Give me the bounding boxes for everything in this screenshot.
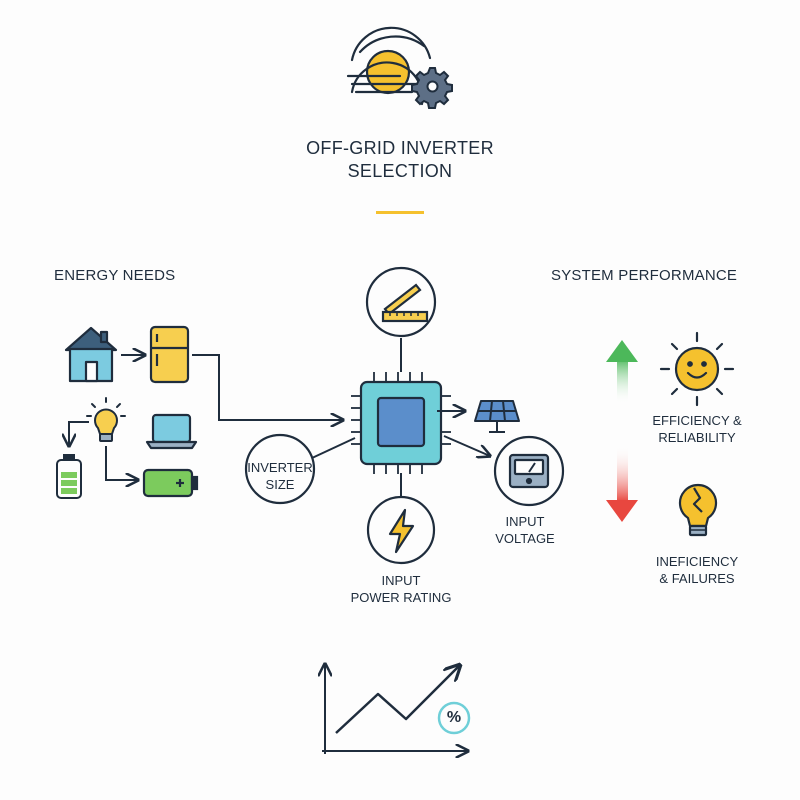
- title-line-1: OFF-GRID INVERTER: [306, 138, 494, 158]
- battery-vertical-icon: [56, 454, 82, 499]
- lightning-bolt-icon: [366, 495, 436, 565]
- light-bulb-icon: [86, 397, 126, 442]
- solar-panel-icon: [474, 400, 520, 433]
- voltage-gauge-icon: [493, 435, 565, 507]
- efficiency-line-2: RELIABILITY: [658, 429, 736, 445]
- hub-spokes: [311, 338, 490, 497]
- inverter-size-line-1: INVERTER: [247, 460, 313, 475]
- inverter-size-line-2: SIZE: [265, 476, 295, 492]
- ruler-set-square-icon: [365, 266, 437, 338]
- inverter-size-node: [244, 433, 316, 505]
- down-arrow-icon: [606, 446, 638, 522]
- smiling-sun-icon: [659, 331, 735, 407]
- bulb-to-charger-connector: [105, 446, 138, 480]
- fridge-icon: [149, 325, 190, 384]
- inefficiency-line-1: INEFICIENCY: [655, 554, 739, 569]
- percent-badge: %: [446, 709, 462, 726]
- efficiency-reliability-label: EFFICIENCY & RELIABILITY: [637, 413, 757, 447]
- battery-horizontal-icon: [142, 468, 199, 498]
- broken-bulb-icon: [678, 483, 718, 537]
- growth-chart-icon: [322, 664, 471, 754]
- input-power-line-1: INPUT: [381, 573, 421, 588]
- house-icon: [64, 326, 118, 383]
- inverter-size-label: INVERTER SIZE: [240, 460, 320, 494]
- inefficiency-line-2: & FAILURES: [659, 570, 735, 586]
- logo-sun-gear-icon: [346, 26, 453, 109]
- input-voltage-line-2: VOLTAGE: [495, 530, 555, 546]
- input-voltage-line-1: INPUT: [505, 514, 545, 529]
- input-power-rating-label: INPUT POWER RATING: [336, 573, 466, 607]
- bulb-to-battery-connector: [69, 421, 89, 446]
- input-voltage-label: INPUT VOLTAGE: [475, 514, 575, 548]
- inefficiency-failures-label: INEFICIENCY & FAILURES: [637, 554, 757, 588]
- needs-to-inverter-connector: [192, 354, 343, 420]
- title-line-2: SELECTION: [347, 161, 453, 182]
- section-energy-needs: ENERGY NEEDS: [54, 267, 176, 284]
- inverter-chip-icon: [351, 372, 451, 474]
- page-title: OFF-GRID INVERTER SELECTION: [250, 137, 550, 184]
- title-underline: [376, 211, 424, 214]
- section-system-performance: SYSTEM PERFORMANCE: [551, 267, 738, 284]
- efficiency-line-1: EFFICIENCY &: [652, 413, 742, 428]
- input-power-line-2: POWER RATING: [350, 589, 452, 605]
- up-arrow-icon: [606, 340, 638, 404]
- laptop-icon: [145, 413, 198, 450]
